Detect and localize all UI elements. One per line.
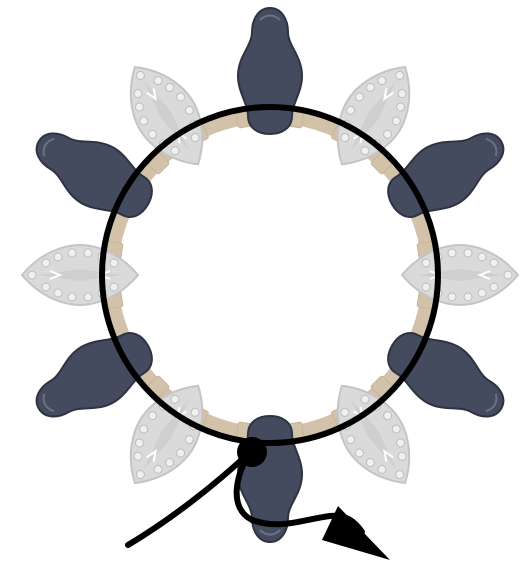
thread-knot-icon: [237, 437, 267, 467]
